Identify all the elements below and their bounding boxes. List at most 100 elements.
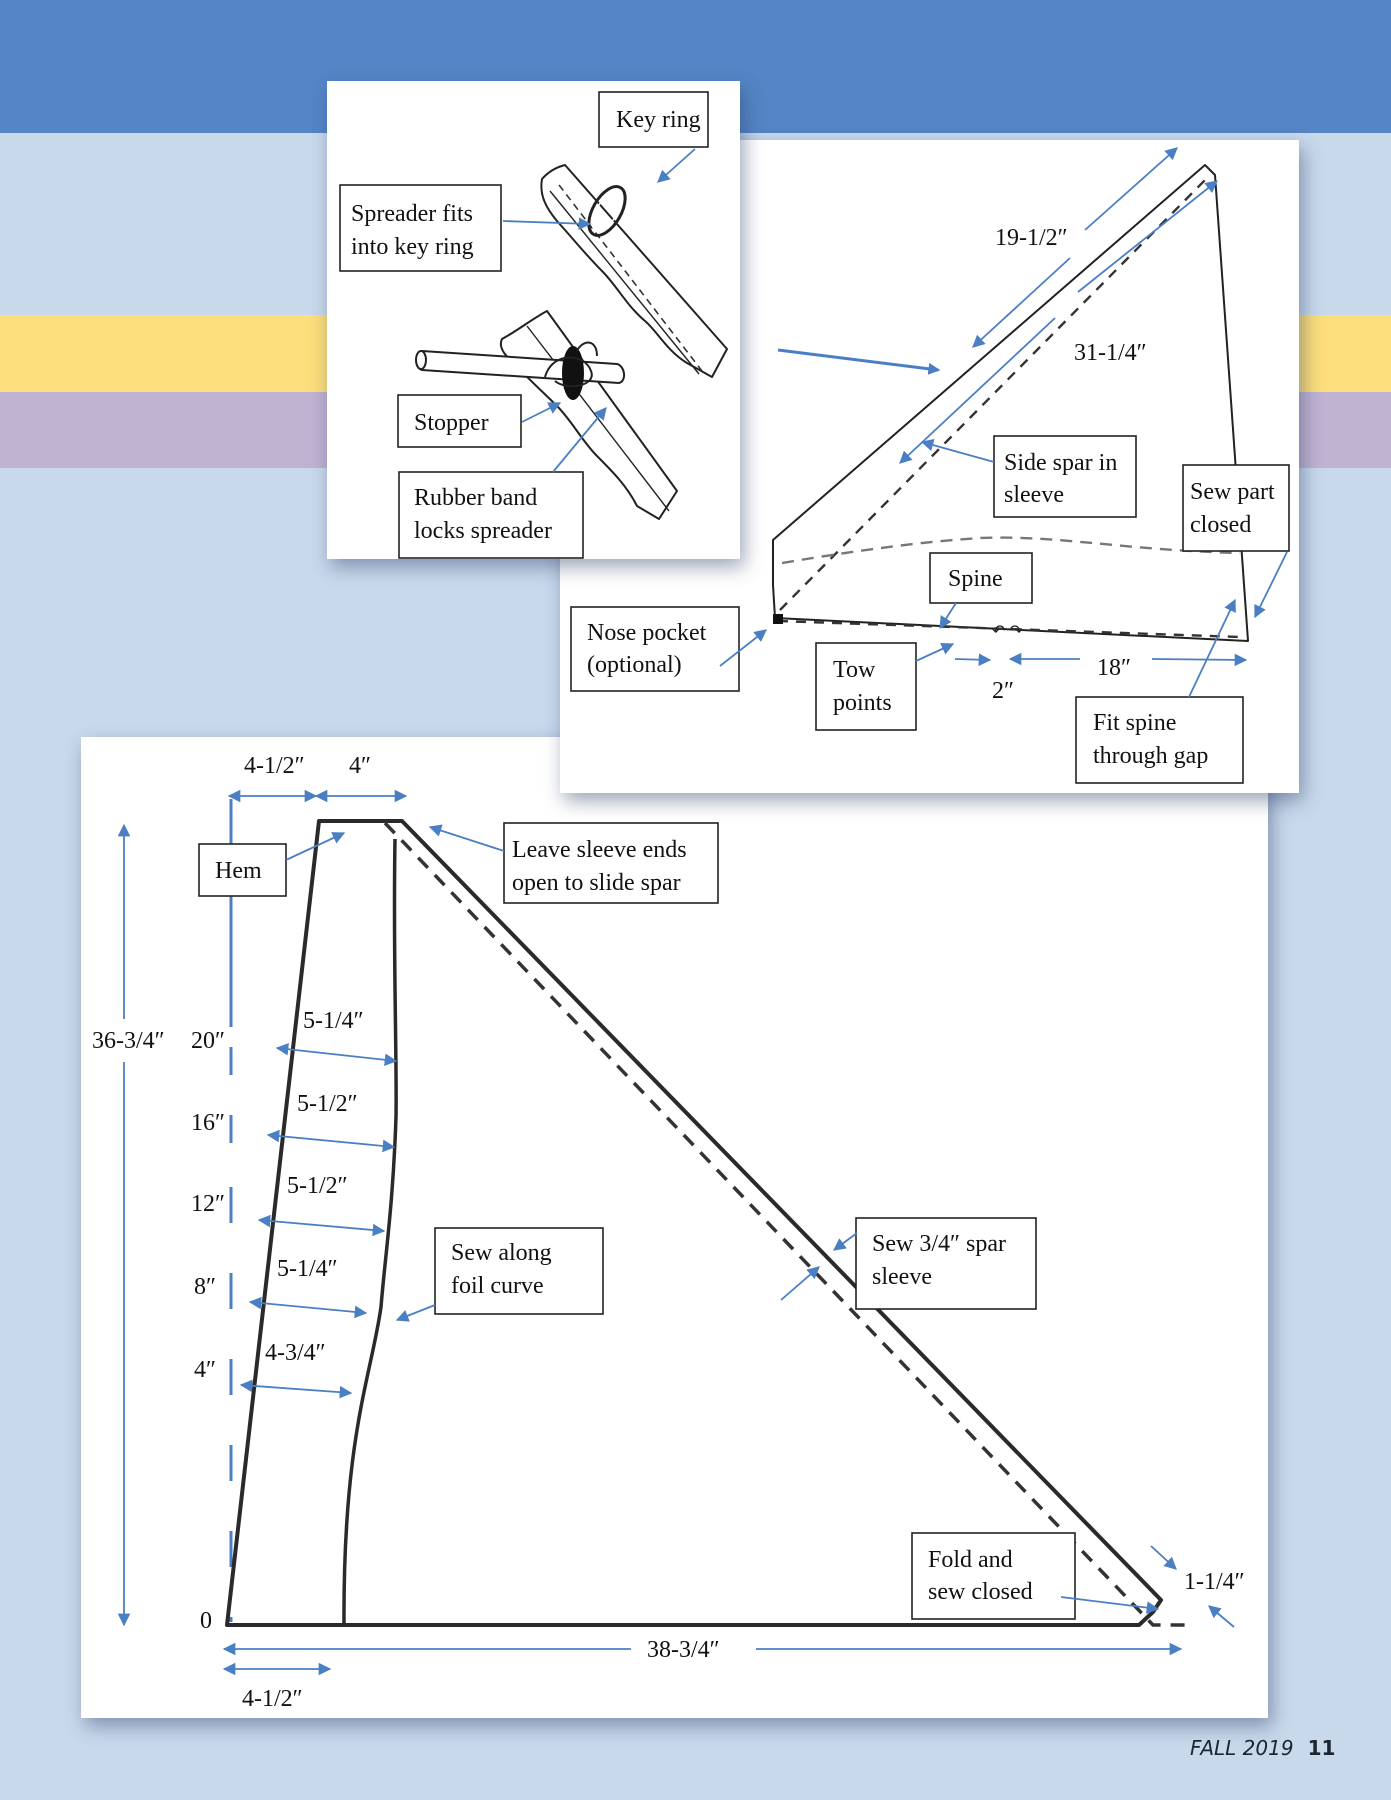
side-spar-label-line1: Side spar in [1004,450,1117,476]
dim-upper-arrow-up [1084,147,1178,231]
foil-width-arrow [248,1296,368,1319]
sew-sleeve-pointer-inner [780,1266,820,1301]
leave-sleeve-label-line1: Leave sleeve ends [512,837,687,863]
upper-sleeve [540,164,728,378]
stopper-icon [562,346,584,400]
fit-spine-pointer [1188,598,1236,698]
dim-corner: 1-1/4″ [1184,1569,1245,1595]
spreader-rod [415,350,625,384]
dim-tow-gap: 2″ [992,678,1014,704]
upper-sleeve-edge [549,190,700,375]
fit-spine-label-line2: through gap [1093,743,1208,769]
tow-points-label-line1: Tow [833,657,876,683]
issue-label: FALL 2019 [1190,1736,1294,1760]
side-spar-label-line2: sleeve [1004,482,1064,508]
fold-sew-pointer [1060,1596,1160,1614]
dim-spine-arrow-right [1151,653,1248,667]
spreader-fits-pointer [502,217,592,230]
dim-height: 36-3/4″ [92,1028,165,1054]
spine-label-box [929,552,1033,604]
dim-side-spar-upper: 19-1/2″ [995,225,1068,251]
dim-base-left: 4-1/2″ [242,1686,303,1712]
foil-width-20: 5-1/4″ [303,1008,364,1034]
dim-top-left: 4-1/2″ [244,753,305,779]
sew-part-label-line1: Sew part [1190,479,1275,505]
leave-sleeve-label-box [503,822,719,904]
dim-base: 38-3/4″ [647,1637,720,1663]
sail-pattern-figure: 4-1/2″ 4″ 36-3/4″ 20″ 16″ 12″ 8″ 4″ 0 5-… [81,737,1268,1718]
key-ring-pointer [657,148,696,183]
nose-pocket-pointer [719,629,767,667]
dim-tow-gap-arrow-right [954,653,992,666]
foil-width-4: 4-3/4″ [265,1340,326,1366]
foil-width-arrow [275,1042,398,1067]
spine-pointer [939,602,957,630]
foil-width-16: 5-1/2″ [297,1091,358,1117]
tow-point-marks: ↶ ↷ [992,623,1023,640]
dim-full-arrow-up [1077,180,1218,293]
sew-sleeve-label-box [855,1217,1037,1310]
detail-pointer-arrow [777,348,941,375]
tow-points-label-box [815,642,917,731]
height-mark-8: 8″ [194,1274,216,1300]
leave-sleeve-pointer [428,824,505,852]
sew-along-pointer [395,1304,436,1322]
leave-sleeve-label-line2: open to slide spar [512,870,681,896]
spreader-rod-end [415,350,427,370]
rubber-band-label-line1: Rubber band [414,485,537,511]
stopper-label-box [397,394,522,448]
dim-side-spar-full: 31-1/4″ [1074,340,1147,366]
foil-curve [342,838,398,1626]
spreader-fits-label-box [339,184,502,272]
sew-sleeve-label-line1: Sew 3/4″ spar [872,1231,1006,1257]
keel-stitch [777,619,1241,639]
side-spar-pointer [920,438,995,463]
dim-corner-arrow-bottom [1208,1605,1235,1628]
height-mark-16: 16″ [191,1110,225,1136]
tow-points-pointer [915,643,955,662]
foil-width-12: 5-1/2″ [287,1173,348,1199]
foil-width-arrow [266,1129,396,1153]
sail-pattern-drawing: 4-1/2″ 4″ 36-3/4″ 20″ 16″ 12″ 8″ 4″ 0 5-… [92,753,1245,1712]
height-mark-20: 20″ [191,1028,225,1054]
sew-sleeve-pointer-outer [832,1232,858,1251]
key-ring-icon [587,185,627,237]
sew-part-label-line2: closed [1190,512,1251,538]
rubber-band-pointer [552,407,607,473]
fit-spine-label-box [1075,696,1244,784]
spreader-fits-label-line2: into key ring [351,234,474,260]
upper-sleeve-stitch [558,184,703,372]
dim-spine: 18″ [1097,655,1131,681]
tow-points-label-line2: points [833,690,892,716]
sew-part-pointer [1254,551,1288,619]
key-ring-label-box [598,91,709,148]
key-ring-label: Key ring [616,107,701,133]
sew-part-label-box [1182,464,1290,552]
sew-along-label-line2: foil curve [451,1273,544,1299]
sew-sleeve-label-line2: sleeve [872,1264,932,1290]
spreader-detail-figure: Key ring Spreader fits into key ring Sto… [327,81,740,559]
height-mark-4: 4″ [194,1357,216,1383]
fold-sew-label-line1: Fold and [928,1547,1013,1573]
rubber-band-label-box [398,471,584,559]
spreader-fits-label-line1: Spreader fits [351,201,473,227]
spreader-detail-drawing: Key ring Spreader fits into key ring Sto… [339,91,728,559]
foil-width-arrow [239,1379,353,1399]
fold-sew-label-line2: sew closed [928,1579,1033,1605]
fold-sew-label-box [911,1532,1076,1620]
nose-pocket-label-box [570,606,740,692]
dim-top-right: 4″ [349,753,371,779]
side-spar-stitch [779,174,1211,611]
stopper-pointer [521,402,562,423]
hem-label-box [198,843,287,897]
height-mark-12: 12″ [191,1191,225,1217]
spine-label: Spine [948,566,1003,592]
key-ring-highlight [591,189,623,233]
nose-pocket-label-line1: Nose pocket [587,620,707,646]
fit-spine-label-line1: Fit spine [1093,710,1176,736]
sail-outline [225,819,1163,1627]
foil-width-8: 5-1/4″ [277,1256,338,1282]
rubber-band-label-line2: locks spreader [414,518,552,544]
dim-upper-arrow-down [972,257,1071,348]
page-number: 11 [1307,1736,1336,1760]
